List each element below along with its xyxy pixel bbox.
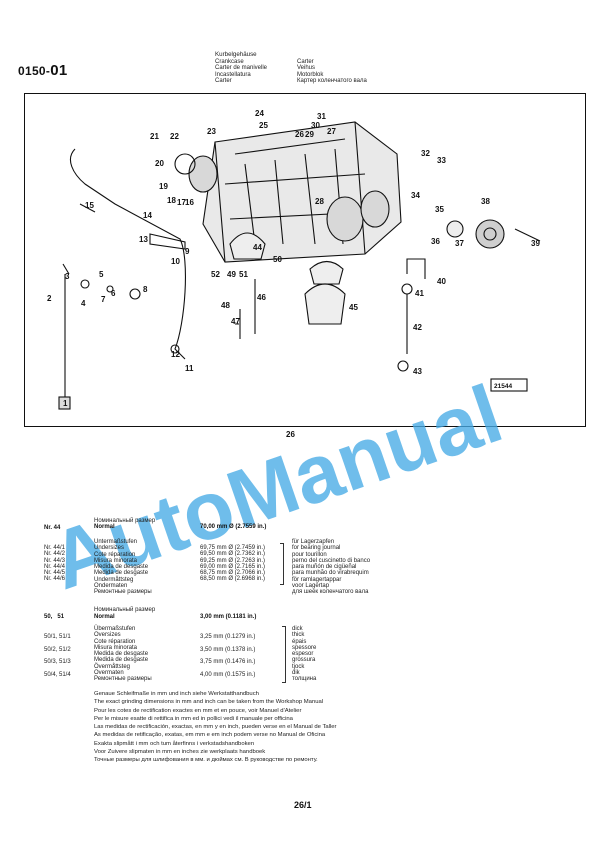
- title-it: Incastellatura: [215, 71, 251, 78]
- title-nl: Motorblok: [297, 71, 324, 78]
- spec-50-bracket: [282, 626, 286, 683]
- note-line: Las medidas de rectificación, exactas, e…: [94, 724, 337, 730]
- spec-44-normal-value: 70,00 mm Ø (2.7559 in.): [200, 524, 267, 530]
- part-label: 35: [435, 205, 444, 214]
- part-label: 10: [171, 257, 180, 266]
- part-label: 15: [85, 201, 94, 210]
- part-label: 23: [207, 127, 216, 136]
- title-de: Kurbelgehäuse: [215, 51, 257, 58]
- title-sv: Veihus: [297, 65, 316, 72]
- part-label: 26: [295, 130, 304, 139]
- document-code: 0150-01: [18, 62, 68, 79]
- spec-50-nr: 50, 51: [44, 614, 65, 620]
- note-line: Точные размеры для шлифования в мм. и дю…: [94, 757, 318, 763]
- part-label: 47: [231, 317, 240, 326]
- part-label: 50: [273, 255, 282, 264]
- part-label: 1: [63, 399, 68, 408]
- part-label: 46: [257, 293, 266, 302]
- part-label: 21: [150, 132, 159, 141]
- part-label: 32: [421, 149, 430, 158]
- part-label: 18: [167, 196, 176, 205]
- part-label: 48: [221, 301, 230, 310]
- part-label: 5: [99, 270, 104, 279]
- part-label: 38: [481, 197, 490, 206]
- part-label: 3: [65, 272, 70, 281]
- part-label: 13: [139, 235, 148, 244]
- note-line: Exakta slipmått i mm och tum återfinns i…: [94, 740, 255, 747]
- part-label: 37: [455, 239, 464, 248]
- title-ru: Картер коленчатого вала: [297, 78, 367, 85]
- part-label: 17: [177, 198, 186, 207]
- part-label: 42: [413, 323, 422, 332]
- title-en: Crankcase: [215, 58, 244, 65]
- part-label: 22: [170, 132, 179, 141]
- part-label: 11: [185, 364, 194, 373]
- part-label: 34: [411, 191, 420, 200]
- title-fr: Carter de manivelle: [215, 65, 268, 72]
- part-label: 40: [437, 277, 446, 286]
- part-label: 25: [259, 121, 268, 130]
- spec-50-normal: Normal: [94, 614, 115, 620]
- spec-44-values: 69,75 mm Ø (2.7459 in.)69,50 mm Ø (2.736…: [200, 545, 266, 583]
- grinding-notes: Genaue Schleifmaße in mm und inch siehe …: [94, 690, 337, 764]
- part-label: 12: [171, 350, 180, 359]
- note-line: Pour les cotes de rectification exactes …: [94, 707, 302, 714]
- part-label: 19: [159, 182, 168, 191]
- part-label: 36: [431, 237, 440, 246]
- spec-44-normal-ru: Номинальный размер: [94, 518, 156, 524]
- part-label: 39: [531, 239, 540, 248]
- drawing-number: 21544: [494, 383, 512, 390]
- part-label: 30: [311, 121, 320, 130]
- part-label: 27: [327, 127, 336, 136]
- part-label: 14: [143, 211, 152, 220]
- part-label: 6: [111, 289, 116, 298]
- part-label: 29: [305, 130, 314, 139]
- title-es: Carter: [297, 58, 314, 65]
- exploded-diagram: 1 2 3 4 5 6 7 8 9 10 11 12 13 14 15 16 1…: [24, 93, 586, 427]
- note-line: As medidas de retificação, exatas, em mm…: [94, 732, 326, 739]
- part-label: 52: [211, 270, 220, 279]
- note-line: Per le misure esatte di rettifica in mm …: [94, 715, 293, 722]
- part-label: 44: [253, 243, 262, 252]
- spec-50-normal-value: 3,00 mm (0.1181 in.): [200, 614, 257, 620]
- part-label: 31: [317, 112, 326, 121]
- note-line: Genaue Schleifmaße in mm und inch siehe …: [94, 691, 259, 697]
- part-label: 33: [437, 156, 446, 165]
- spec-44-normal: Normal: [94, 524, 115, 530]
- part-label: 16: [185, 198, 194, 207]
- part-label: 51: [239, 270, 248, 279]
- spec-50-values: 3,25 mm (0.1279 in.)3,50 mm (0.1378 in.)…: [200, 634, 256, 678]
- part-label: 43: [413, 367, 422, 376]
- part-label: 9: [185, 247, 190, 256]
- part-label: 24: [255, 109, 264, 118]
- title-pt: Carter: [215, 78, 232, 85]
- part-label: 7: [101, 295, 106, 304]
- part-label: 20: [155, 159, 164, 168]
- part-label: 45: [349, 303, 358, 312]
- part-label: 2: [47, 294, 52, 303]
- note-line: The exact grinding dimensions in mm and …: [94, 699, 324, 706]
- spec-44-nr: Nr. 44: [44, 525, 61, 531]
- page-number: 26/1: [294, 800, 312, 810]
- part-label: 28: [315, 197, 324, 206]
- part-label: 8: [143, 285, 148, 294]
- diagram-page-label: 26: [286, 430, 295, 439]
- part-label: 4: [81, 299, 86, 308]
- part-label: 41: [415, 289, 424, 298]
- spec-44-bracket: [280, 543, 284, 585]
- note-line: Voor Zuivere slipmaten in mm en inches z…: [94, 748, 266, 755]
- part-label: 49: [227, 270, 236, 279]
- diagram-drawing: 1 2 3 4 5 6 7 8 9 10 11 12 13 14 15 16 1…: [47, 109, 540, 410]
- spec-50-normal-ru: Номинальный размер: [94, 607, 156, 613]
